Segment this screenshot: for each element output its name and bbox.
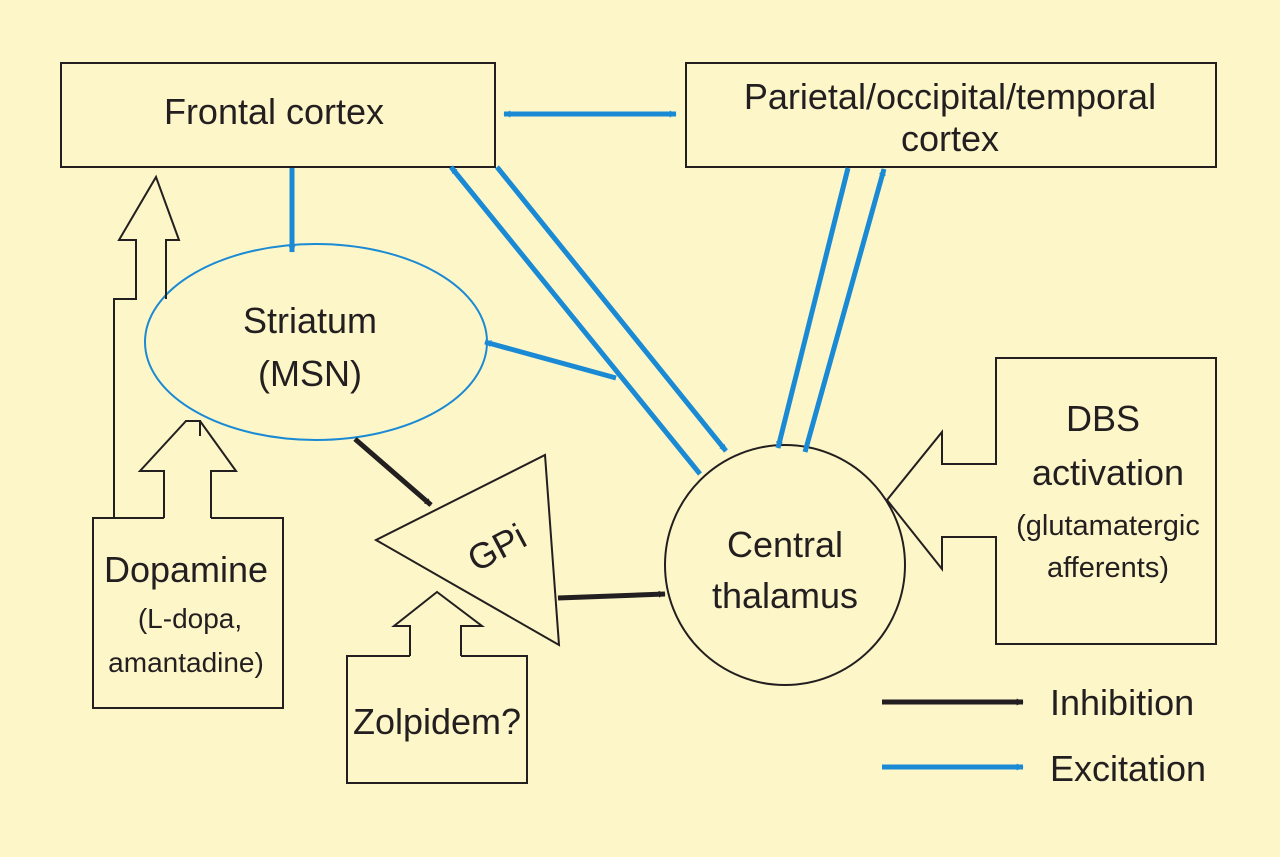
striatum-label-line2: (MSN) <box>258 353 362 394</box>
striatum-to-gpi-arrow <box>353 437 433 507</box>
legend: Inhibition Excitation <box>882 682 1206 789</box>
dopamine-label-line2: (L-dopa, <box>138 603 242 634</box>
parietal-cortex-node: Parietal/occipital/temporal cortex <box>685 62 1217 168</box>
striatum-node: Striatum (MSN) <box>144 243 488 441</box>
striatum-label-line1: Striatum <box>243 300 377 341</box>
dbs-label-line1: DBS <box>1066 398 1140 439</box>
thalamus-to-parietal-arrow <box>802 168 887 453</box>
dopamine-to-frontal-arrow <box>113 174 181 518</box>
central-thalamus-node: Central thalamus <box>664 444 906 686</box>
central-thalamus-label-line1: Central <box>727 524 843 565</box>
parietal-cortex-label-line1: Parietal/occipital/temporal <box>744 76 1156 117</box>
frontal-cortex-label: Frontal cortex <box>164 91 384 132</box>
frontal-to-thalamus-arrow <box>495 165 728 453</box>
gpi-to-thalamus-arrow <box>557 590 666 601</box>
dbs-label-line4: afferents) <box>1047 552 1169 584</box>
zolpidem-to-gpi-arrow <box>391 590 485 656</box>
dopamine-label-line1: Dopamine <box>104 549 268 590</box>
dbs-label-line3: (glutamatergic <box>1016 510 1200 542</box>
gpi-label: GPi <box>461 515 533 579</box>
dopamine-label-line3: amantadine) <box>108 647 264 678</box>
parietal-cortex-label-line2: cortex <box>901 118 999 159</box>
frontal-cortex-node: Frontal cortex <box>60 62 496 168</box>
dopamine-node: Dopamine (L-dopa, amantadine) <box>92 174 284 709</box>
legend-inhibition-label: Inhibition <box>1050 682 1194 723</box>
thalamus-to-striatum-arrow <box>484 339 617 381</box>
zolpidem-node: Zolpidem? <box>346 590 528 784</box>
legend-excitation-label: Excitation <box>1050 748 1206 789</box>
dopamine-to-striatum-arrow <box>137 420 238 518</box>
dbs-activation-node: DBS activation (glutamatergic afferents) <box>885 357 1217 645</box>
central-thalamus-label-line2: thalamus <box>712 575 858 616</box>
parietal-to-thalamus-arrow <box>775 167 851 449</box>
dbs-label-line2: activation <box>1032 452 1184 493</box>
zolpidem-label: Zolpidem? <box>353 701 521 742</box>
thalamus-to-frontal-arrow <box>449 165 702 476</box>
